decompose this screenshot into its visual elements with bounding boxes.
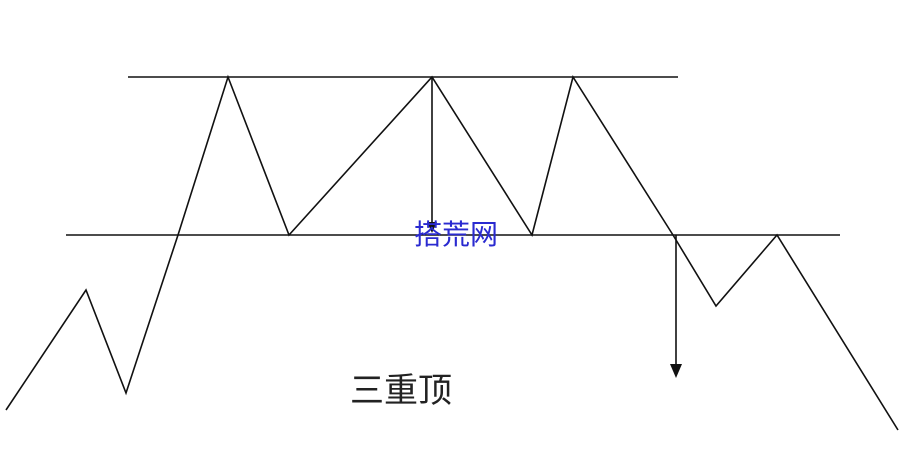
- target-projection-arrow: [670, 235, 682, 378]
- height-measure-arrow: [427, 77, 437, 233]
- watermark-text: 搭荒网: [414, 218, 498, 251]
- arrow-head-icon: [670, 364, 682, 378]
- price-path-line: [5, 74, 899, 431]
- arrow-head-icon: [427, 222, 437, 233]
- diagram-caption: 三重顶: [350, 371, 452, 411]
